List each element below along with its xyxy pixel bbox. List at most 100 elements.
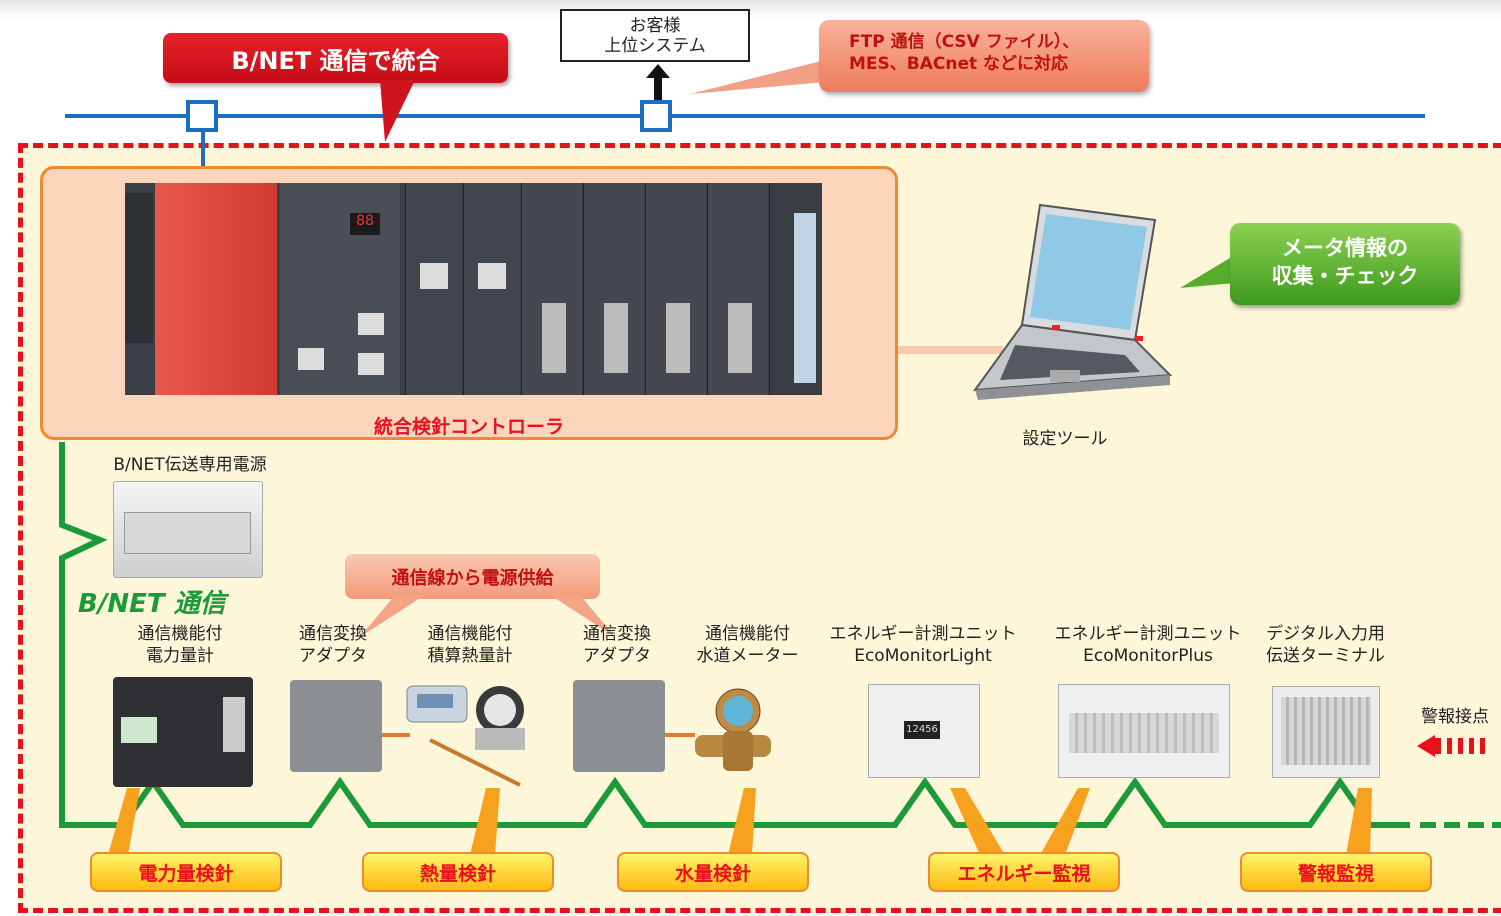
device-label: 通信機能付 水道メーター	[680, 623, 815, 667]
ftp-callout: FTP 通信（CSV ファイル）、 MES、BACnet などに対応	[819, 20, 1149, 92]
plc-controller-image: 88	[125, 183, 822, 395]
device-label-line2: 積算熱量計	[427, 646, 513, 666]
ecomonitorplus-image	[1058, 684, 1230, 778]
function-power-reading: 電力量検針	[90, 852, 282, 892]
device-label: 通信機能付 電力量計	[110, 623, 250, 667]
function-energy-monitoring: エネルギー監視	[928, 852, 1120, 892]
ecomonitor-display: 12456	[904, 721, 940, 739]
device-label: エネルギー計測ユニット EcoMonitorPlus	[1043, 623, 1253, 667]
customer-line2: 上位システム	[604, 36, 706, 56]
alarm-arrow-icon	[1417, 735, 1485, 757]
adapter-image	[290, 680, 382, 772]
function-pointers	[108, 788, 1372, 855]
plc-io-module	[707, 183, 768, 395]
laptop-icon	[972, 203, 1173, 400]
plc-cpu-module: 88	[280, 183, 400, 395]
function-heat-reading: 熱量検針	[362, 852, 554, 892]
meter-side-panel	[223, 697, 245, 752]
customer-line1: お客様	[629, 16, 681, 36]
top-band	[0, 0, 1501, 20]
device-label: エネルギー計測ユニット EcoMonitorLight	[818, 623, 1028, 667]
adapter-image	[573, 680, 665, 772]
plc-io-module	[521, 183, 582, 395]
digital-input-terminal-image	[1272, 686, 1380, 778]
plc-comm-module	[405, 183, 462, 395]
device-label: 通信変換 アダプタ	[268, 623, 398, 667]
function-label: 水量検針	[674, 862, 751, 885]
plc-comm-module	[463, 183, 520, 395]
bnet-title-pointer	[380, 80, 415, 142]
terminal-strip	[1281, 697, 1371, 765]
plc-port	[298, 348, 324, 370]
heat-meter-image	[406, 685, 525, 787]
device-label-line2: 水道メーター	[696, 646, 799, 666]
plc-io-module	[645, 183, 706, 395]
ftp-callout-pointer	[690, 60, 825, 94]
device-label-line2: アダプタ	[299, 646, 367, 666]
plc-port	[358, 313, 384, 335]
bnet-title-callout: B/NET 通信で統合	[163, 33, 508, 83]
plc-side-panel	[125, 193, 153, 343]
controller-label: 統合検針コントローラ	[373, 416, 564, 438]
plc-port	[478, 263, 506, 289]
plc-display: 88	[350, 213, 380, 235]
meter-check-callout: メータ情報の 収集・チェック	[1230, 223, 1460, 305]
function-label: 熱量検針	[419, 862, 496, 885]
bus-node-left	[186, 100, 218, 132]
device-label-line1: 通信機能付	[427, 624, 513, 644]
power-supply-label: B/NET伝送専用電源	[113, 455, 267, 475]
bnet-line	[59, 442, 1501, 828]
function-label: 電力量検針	[138, 862, 234, 885]
ecomonitorplus-terminals	[1069, 713, 1219, 753]
device-label-line1: デジタル入力用	[1266, 624, 1385, 644]
meter-check-line2: 収集・チェック	[1271, 264, 1419, 288]
device-label-line2: アダプタ	[583, 646, 651, 666]
function-water-reading: 水量検針	[617, 852, 809, 892]
function-label: エネルギー監視	[957, 862, 1091, 885]
tool-callout-pointer	[1180, 255, 1235, 288]
device-label: 通信変換 アダプタ	[552, 623, 682, 667]
bus-node-right	[640, 100, 672, 132]
power-supply-image	[113, 481, 263, 578]
power-supply-face	[124, 512, 251, 554]
device-label-line2: EcoMonitorLight	[854, 646, 992, 666]
customer-system-box: お客様 上位システム	[560, 9, 750, 62]
device-label-line1: 通信機能付	[137, 624, 223, 644]
plc-power-module	[155, 183, 277, 395]
alarm-contact-label: 警報接点	[1421, 707, 1489, 727]
ftp-line2: MES、BACnet などに対応	[849, 54, 1069, 74]
bnet-title-text: B/NET 通信で統合	[231, 46, 440, 75]
tool-label: 設定ツール	[1022, 429, 1108, 449]
device-label-line1: エネルギー計測ユニット	[1054, 624, 1242, 644]
device-label: 通信機能付 積算熱量計	[400, 623, 540, 667]
device-label: デジタル入力用 伝送ターミナル	[1253, 623, 1398, 667]
bus-drop-line	[201, 130, 205, 170]
device-label-line1: 通信変換	[299, 624, 367, 644]
function-label: 警報監視	[1297, 862, 1374, 885]
plc-terminal	[604, 303, 628, 373]
upper-bus-line	[65, 114, 1425, 118]
device-label-line2: 電力量計	[146, 646, 214, 666]
plc-port	[420, 263, 448, 289]
water-meter-image	[695, 688, 771, 771]
device-label-line2: EcoMonitorPlus	[1083, 646, 1213, 666]
plc-terminal	[542, 303, 566, 373]
plc-terminal	[666, 303, 690, 373]
plc-terminal	[728, 303, 752, 373]
bnet-label: B/NET 通信	[78, 589, 226, 619]
power-supply-callout: 通信線から電源供給	[345, 554, 600, 599]
device-label-line1: 通信機能付	[705, 624, 790, 644]
ecomonitorlight-image: 12456	[868, 684, 980, 778]
device-label-line2: 伝送ターミナル	[1266, 646, 1385, 666]
plc-input-module	[769, 183, 822, 395]
tool-connection-line	[898, 346, 1003, 354]
device-label-line1: 通信変換	[583, 624, 651, 644]
plc-io-module	[583, 183, 644, 395]
supply-callout-pointers	[360, 595, 615, 637]
up-arrow-icon	[646, 64, 670, 100]
plc-terminal-strip	[794, 213, 816, 383]
device-label-line1: エネルギー計測ユニット	[829, 624, 1017, 644]
function-alarm-monitoring: 警報監視	[1240, 852, 1432, 892]
meter-check-line1: メータ情報の	[1282, 236, 1408, 260]
meter-display	[121, 717, 157, 743]
